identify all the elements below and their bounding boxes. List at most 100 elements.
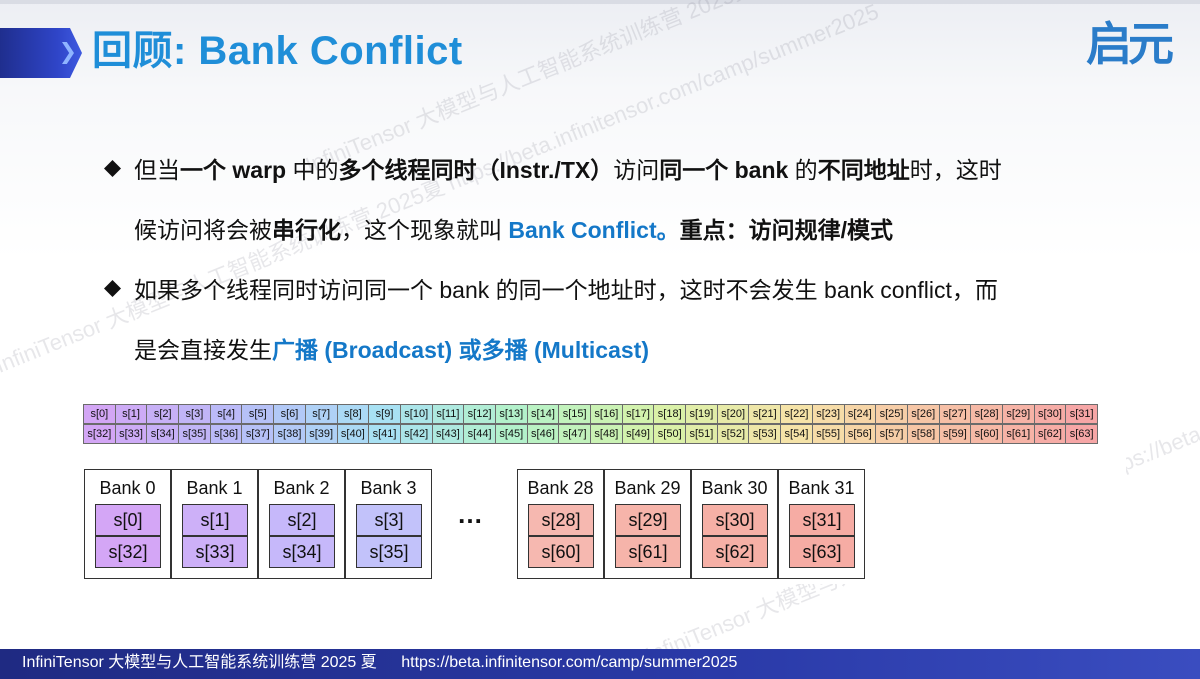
bank-slot: s[28] — [528, 504, 594, 536]
memory-cell: s[14] — [526, 404, 560, 424]
memory-cell: s[34] — [146, 424, 180, 444]
memory-cell: s[23] — [811, 404, 845, 424]
memory-cell: s[5] — [241, 404, 275, 424]
memory-cell: s[21] — [748, 404, 782, 424]
memory-cell: s[22] — [780, 404, 813, 424]
memory-cell: s[36] — [209, 424, 243, 444]
shared-memory-array: s[0]s[1]s[2]s[3]s[4]s[5]s[6]s[7]s[8]s[9]… — [83, 404, 1098, 445]
memory-cell: s[59] — [938, 424, 972, 444]
memory-cell: s[52] — [716, 424, 750, 444]
memory-cell: s[38] — [273, 424, 306, 444]
memory-cell: s[45] — [494, 424, 528, 444]
memory-cell: s[30] — [1033, 404, 1067, 424]
bank-name: Bank 3 — [360, 478, 417, 498]
bank-slot: s[0] — [95, 504, 161, 536]
text-run: Bank Conflict。 — [508, 217, 680, 243]
text-run: 是会直接发生 — [134, 337, 272, 363]
memory-cell: s[61] — [1001, 424, 1035, 444]
brand-logo: 启元 — [1086, 17, 1174, 71]
memory-cell: s[47] — [558, 424, 591, 444]
memory-cell: s[19] — [685, 404, 718, 424]
memory-cell: s[0] — [83, 404, 116, 424]
memory-cell: s[26] — [906, 404, 940, 424]
memory-cell: s[12] — [463, 404, 496, 424]
text-run: 候访问将会被 — [134, 217, 272, 243]
memory-cell: s[35] — [178, 424, 211, 444]
text-run: 重点：访问规律/模式 — [679, 217, 894, 243]
memory-cell: s[31] — [1065, 404, 1098, 424]
memory-cell: s[2] — [146, 404, 180, 424]
memory-cell: s[8] — [336, 404, 370, 424]
memory-cell: s[41] — [368, 424, 401, 444]
title-accent-tab — [0, 28, 82, 78]
bank-slot: s[32] — [95, 536, 161, 568]
bullet-item-continuation: 是会直接发生广播 (Broadcast) 或多播 (Multicast) — [100, 320, 1100, 380]
bank-slot: s[3] — [356, 504, 422, 536]
memory-cell: s[60] — [970, 424, 1003, 444]
text-run: 广播 (Broadcast) 或多播 (Multicast) — [272, 337, 649, 363]
bank-box: Bank 3 s[3]s[35] — [345, 469, 432, 579]
memory-cell: s[20] — [716, 404, 750, 424]
memory-cell: s[16] — [590, 404, 623, 424]
footer-url: https://beta.infinitensor.com/camp/summe… — [401, 654, 738, 671]
text-run: 的 — [788, 157, 818, 183]
bank-slot: s[63] — [789, 536, 855, 568]
text-run: 不同地址 — [817, 157, 910, 183]
slide-title: 回顾: Bank Conflict — [92, 29, 463, 73]
bank-slot: s[31] — [789, 504, 855, 536]
bank-slot: s[35] — [356, 536, 422, 568]
memory-cell: s[56] — [843, 424, 877, 444]
memory-cell: s[7] — [304, 404, 338, 424]
bank-slot: s[60] — [528, 536, 594, 568]
memory-cell: s[10] — [399, 404, 433, 424]
memory-cell: s[48] — [590, 424, 623, 444]
memory-cell: s[3] — [178, 404, 211, 424]
text-run: 串行化 — [272, 217, 341, 243]
text-run: 中的 — [286, 157, 339, 183]
bank-slot: s[61] — [615, 536, 681, 568]
bank-slot: s[62] — [702, 536, 768, 568]
chevron-right-icon — [62, 42, 74, 64]
memory-cell: s[17] — [621, 404, 655, 424]
bank-name: Bank 0 — [99, 478, 156, 498]
memory-cell: s[53] — [748, 424, 782, 444]
diamond-bullet-icon — [104, 160, 121, 177]
bullet-item: 但当一个 warp 中的多个线程同时（Instr./TX）访问同一个 bank … — [100, 140, 1100, 200]
memory-cell: s[62] — [1033, 424, 1067, 444]
top-border — [0, 0, 1200, 4]
ellipsis: … — [457, 499, 485, 529]
text-run: 同一个 bank — [659, 157, 789, 183]
memory-cell: s[55] — [811, 424, 845, 444]
memory-cell: s[51] — [685, 424, 718, 444]
memory-cell: s[37] — [241, 424, 275, 444]
bullet-item-continuation: 候访问将会被串行化，这个现象就叫 Bank Conflict。重点：访问规律/模… — [100, 200, 1100, 260]
diamond-bullet-icon — [104, 280, 121, 297]
memory-cell: s[18] — [653, 404, 687, 424]
bank-slot: s[2] — [269, 504, 335, 536]
memory-cell: s[40] — [336, 424, 370, 444]
memory-cell: s[11] — [431, 404, 465, 424]
bank-name: Bank 1 — [186, 478, 243, 498]
text-run: 时，这时 — [909, 157, 1002, 183]
memory-cell: s[24] — [843, 404, 877, 424]
memory-cell: s[50] — [653, 424, 687, 444]
footer-bar: InfiniTensor 大模型与人工智能系统训练营 2025 夏 https:… — [0, 649, 1200, 679]
bullet-2-line-2: 是会直接发生广播 (Broadcast) 或多播 (Multicast) — [134, 320, 649, 380]
bank-slot: s[29] — [615, 504, 681, 536]
memory-cell: s[63] — [1065, 424, 1098, 444]
memory-cell: s[13] — [494, 404, 528, 424]
bank-name: Bank 28 — [527, 478, 594, 498]
bullet-1-line-2: 候访问将会被串行化，这个现象就叫 Bank Conflict。重点：访问规律/模… — [134, 200, 893, 260]
memory-cell: s[27] — [938, 404, 972, 424]
bullet-1-line-1: 但当一个 warp 中的多个线程同时（Instr./TX）访问同一个 bank … — [134, 140, 1002, 200]
memory-cell: s[43] — [431, 424, 465, 444]
bank-slot: s[1] — [182, 504, 248, 536]
memory-row-1: s[0]s[1]s[2]s[3]s[4]s[5]s[6]s[7]s[8]s[9]… — [83, 404, 1098, 425]
bullet-list: 但当一个 warp 中的多个线程同时（Instr./TX）访问同一个 bank … — [100, 140, 1100, 380]
memory-cell: s[1] — [114, 404, 148, 424]
